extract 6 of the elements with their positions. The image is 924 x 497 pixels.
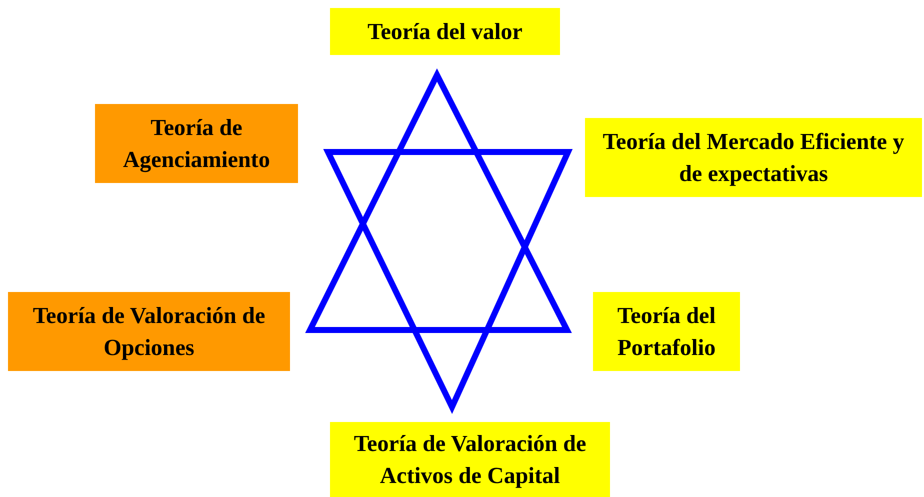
theory-box: Teoría de Agenciamiento [95,104,298,183]
theory-box: Teoría del Mercado Eficiente y de expectativas [585,118,922,197]
theory-box: Teoría del valor [330,8,560,55]
theory-box: Teoría del Portafolio [593,292,740,371]
theory-box: Teoría de Valoración de Opciones [8,292,290,371]
theory-box: Teoría de Valoración de Activos de Capital [330,422,610,497]
